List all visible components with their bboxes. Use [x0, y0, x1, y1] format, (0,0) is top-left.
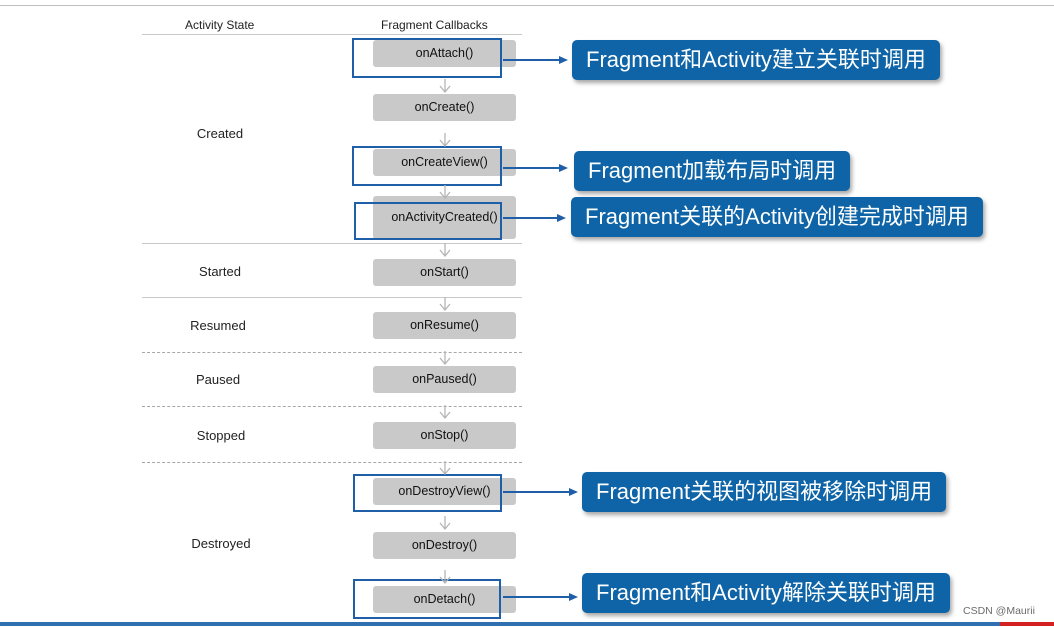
down-arrow-icon [439, 243, 451, 257]
right-arrow-icon [503, 56, 568, 64]
callback-on-create: onCreate() [373, 94, 516, 121]
note-on-attach: Fragment和Activity建立关联时调用 [572, 40, 940, 80]
callback-on-stop: onStop() [373, 422, 516, 449]
state-destroyed: Destroyed [191, 536, 251, 551]
highlight-box [353, 474, 502, 512]
down-arrow-icon [439, 461, 451, 475]
callback-on-start: onStart() [373, 259, 516, 286]
down-arrow-icon [439, 133, 451, 147]
callback-on-paused: onPaused() [373, 366, 516, 393]
right-arrow-icon [503, 214, 566, 222]
highlight-box [352, 146, 502, 186]
watermark: CSDN @Maurii [963, 605, 1035, 617]
top-border [0, 5, 1054, 6]
right-arrow-icon [503, 164, 568, 172]
down-arrow-icon [439, 351, 451, 365]
note-on-detach: Fragment和Activity解除关联时调用 [582, 573, 950, 613]
state-stopped: Stopped [196, 428, 246, 443]
right-arrow-icon [503, 593, 578, 601]
highlight-box [353, 579, 501, 619]
fragment-callbacks-header: Fragment Callbacks [381, 18, 488, 32]
header-separator [142, 34, 522, 35]
callback-on-create-view: onCreateView() [373, 149, 516, 176]
callback-on-activity-created: onActivityCreated() [373, 196, 516, 239]
activity-state-header: Activity State [185, 18, 255, 32]
down-arrow-icon [439, 185, 451, 199]
state-separator [142, 352, 522, 353]
state-started: Started [199, 264, 241, 279]
callback-on-resume: onResume() [373, 312, 516, 339]
state-created: Created [196, 126, 244, 141]
state-separator [142, 297, 522, 298]
down-arrow-icon [439, 79, 451, 93]
state-resumed: Resumed [190, 318, 246, 333]
state-separator [142, 462, 522, 463]
right-arrow-icon [503, 488, 578, 496]
down-arrow-icon [439, 297, 451, 311]
note-on-destroy-view: Fragment关联的视图被移除时调用 [582, 472, 947, 512]
note-on-activity-created: Fragment关联的Activity创建完成时调用 [571, 197, 983, 237]
down-arrow-icon [439, 405, 451, 419]
bottom-accent [1000, 622, 1054, 626]
highlight-box [352, 38, 502, 78]
callback-on-destroy-view: onDestroyView() [373, 478, 516, 505]
state-separator [142, 243, 522, 244]
down-arrow-icon [439, 570, 451, 584]
state-paused: Paused [195, 372, 241, 387]
down-arrow-icon [439, 516, 451, 530]
callback-on-destroy: onDestroy() [373, 532, 516, 559]
callback-on-attach: onAttach() [373, 40, 516, 67]
note-on-create-view: Fragment加载布局时调用 [574, 151, 851, 191]
callback-on-detach: onDetach() [373, 586, 516, 613]
bottom-bar [0, 622, 1000, 626]
state-separator [142, 406, 522, 407]
highlight-box [354, 202, 502, 240]
